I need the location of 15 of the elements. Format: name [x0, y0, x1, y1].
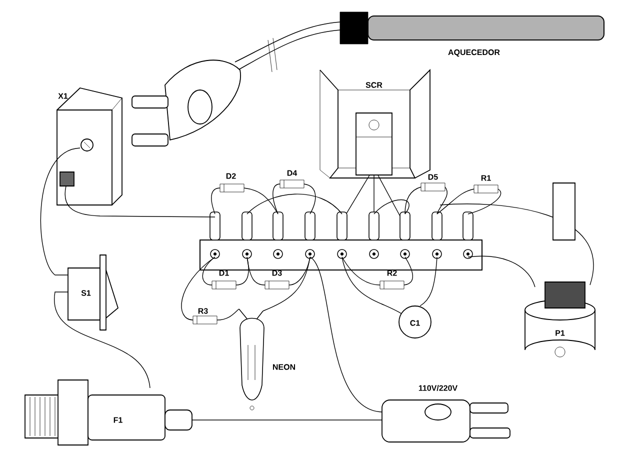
- component-label: R1: [481, 175, 491, 181]
- component-label: X1: [58, 93, 68, 99]
- component-label: NEON: [272, 364, 296, 370]
- component-label: D4: [287, 170, 298, 176]
- component-label: F1: [114, 417, 122, 423]
- component-label: SCR: [366, 82, 382, 88]
- component-label: D2: [226, 173, 236, 179]
- component-label: P1: [556, 330, 565, 336]
- component-label: AQUECEDOR: [448, 49, 500, 57]
- component-label: R3: [198, 308, 208, 314]
- component-label: C1: [410, 320, 420, 326]
- component-label: S1: [81, 290, 91, 296]
- component-label: R2: [387, 270, 397, 276]
- component-label: 110V/220V: [418, 385, 458, 391]
- component-label: D5: [428, 174, 438, 180]
